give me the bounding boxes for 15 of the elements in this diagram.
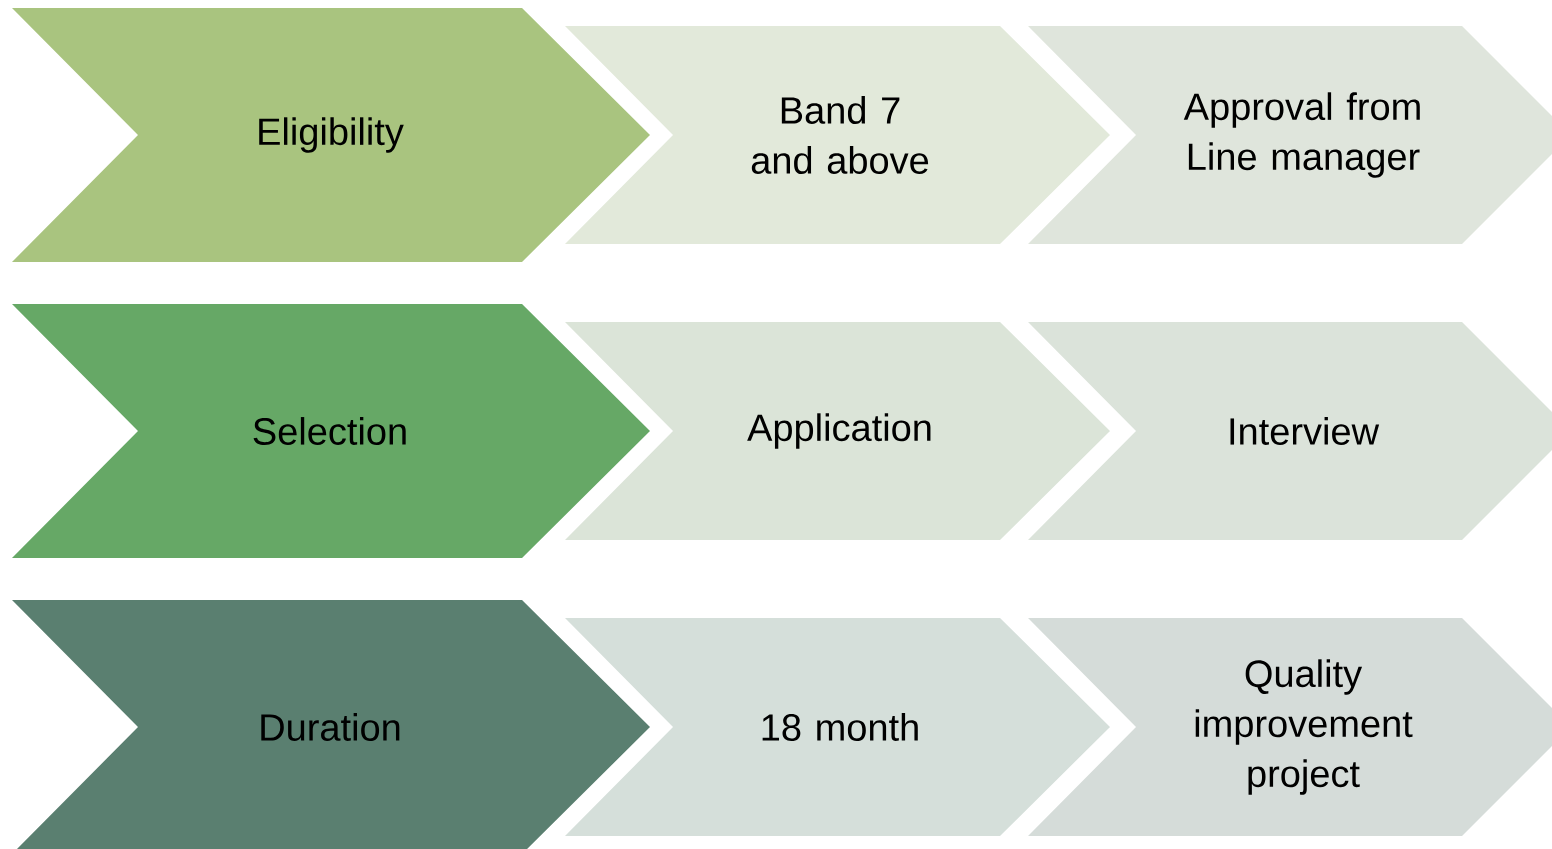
process-step: Interview [1028, 322, 1552, 540]
node-label: 18 month [762, 713, 918, 741]
process-step: 18 month [565, 618, 1110, 836]
node-label: Approval from Line manager [1183, 92, 1420, 178]
node-label: Quality improvement project [1195, 659, 1413, 795]
node-label: Interview [1230, 417, 1380, 445]
node-label: Band 7 and above [751, 96, 929, 174]
process-step: Selection [12, 304, 650, 558]
node-label: Application [747, 413, 931, 449]
process-step: Application [565, 322, 1110, 540]
process-step: Duration [12, 600, 650, 849]
process-step: Eligibility [12, 8, 650, 262]
process-step: Band 7 and above [565, 26, 1110, 244]
process-step: Approval from Line manager [1028, 26, 1552, 244]
process-step: Quality improvement project [1028, 618, 1552, 836]
